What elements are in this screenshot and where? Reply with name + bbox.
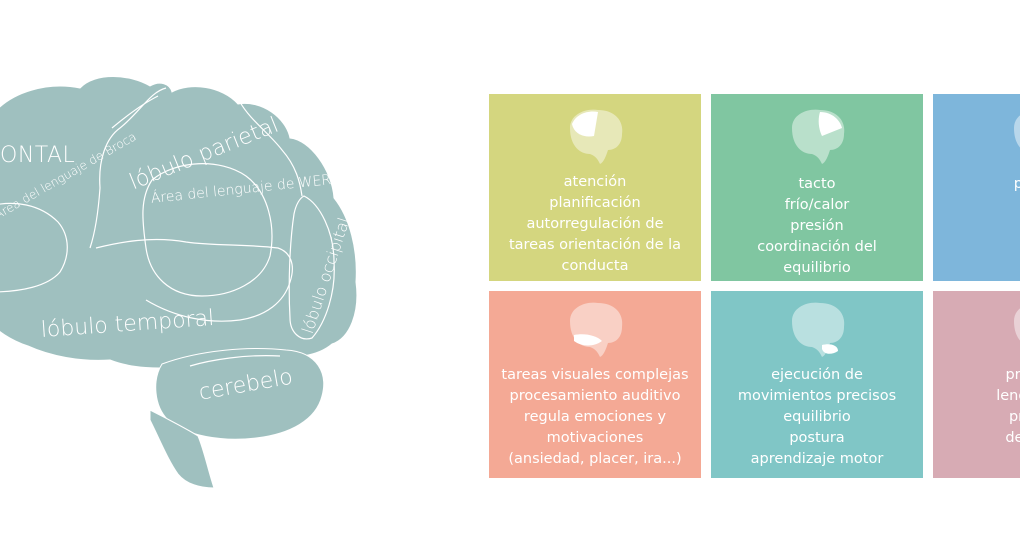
tile-line: proce [1013, 176, 1020, 192]
brain-parietal-icon [782, 106, 852, 166]
tile-line: lenguaje y [996, 388, 1020, 404]
brain-cerebellum-icon [782, 299, 852, 359]
tile-line: aprendizaje motor [750, 451, 884, 467]
tile-line: d [933, 195, 1020, 216]
tile-line: frío/calor [784, 197, 850, 213]
brain-occipital-icon [1004, 106, 1020, 166]
tile-text: tacto frío/calor presión coordinación de… [715, 174, 919, 279]
brain-icon-silhouette [1014, 308, 1020, 341]
brain-diagram [0, 76, 358, 489]
tile-line: planificación [549, 195, 641, 211]
tile-line: equilibrio [783, 260, 851, 276]
tile-line: autorregulación de [526, 216, 664, 232]
frontal-lobe-label: ONTAL [0, 143, 76, 168]
tile-line: motivaciones [546, 430, 644, 446]
tile-text: atención planificación autorregulación d… [493, 172, 697, 277]
tile-line: tareas visuales complejas [501, 367, 689, 383]
tile-language-functions: procesa lenguaje y produc decodifi del [933, 291, 1020, 478]
tile-text: ejecución de movimientos precisos equili… [715, 365, 919, 470]
brain-icon-highlight [818, 112, 842, 136]
brain-lobe-outlines [0, 87, 335, 367]
brain-illustration: ONTAL lóbulo parietal Área del lenguaje … [0, 0, 480, 535]
tile-cerebellum-functions: ejecución de movimientos precisos equili… [711, 291, 923, 478]
tile-line: (ansiedad, placer, ira...) [508, 451, 682, 467]
tile-line: produc [1008, 409, 1020, 425]
tile-line: regula emociones y [523, 409, 667, 425]
tile-line: procesamiento auditivo [509, 388, 681, 404]
tile-line: del [933, 449, 1020, 470]
tile-line: equilibrio [783, 409, 851, 425]
tile-line: movimientos precisos [737, 388, 897, 404]
brain-icon-silhouette [570, 302, 623, 357]
tile-line: im [933, 216, 1020, 237]
tile-occipital-functions: proce d im [933, 94, 1020, 281]
brain-icon-silhouette [792, 109, 845, 164]
tile-line: postura [789, 430, 845, 446]
brain-temporal-icon [560, 299, 630, 359]
tile-line: atención [563, 174, 627, 190]
tile-text: procesa lenguaje y produc decodifi del [933, 365, 1020, 470]
brain-silhouette [0, 76, 358, 489]
brain-icon-highlight [822, 344, 838, 354]
tile-line: coordinación del [757, 239, 877, 255]
brain-language-icon [1004, 299, 1020, 359]
tile-line: presión [790, 218, 844, 234]
tile-temporal-functions: tareas visuales complejas procesamiento … [489, 291, 701, 478]
brain-icon-silhouette [1014, 115, 1020, 148]
tile-line: ejecución de [771, 367, 863, 383]
tile-text: proce d im [933, 174, 1020, 237]
tile-text: tareas visuales complejas procesamiento … [493, 365, 697, 470]
tile-line: decodifi [1005, 430, 1020, 446]
tile-line: conducta [561, 258, 629, 274]
brain-icon-highlight [572, 111, 598, 137]
tile-line: procesa [1005, 367, 1020, 383]
tile-frontal-functions: atención planificación autorregulación d… [489, 94, 701, 281]
tile-parietal-functions: tacto frío/calor presión coordinación de… [711, 94, 923, 281]
brain-icon-silhouette [792, 302, 845, 357]
tile-line: tacto [798, 176, 836, 192]
brain-icon-highlight [574, 334, 602, 346]
tile-line: tareas orientación de la [508, 237, 682, 253]
brain-frontal-icon [560, 106, 630, 166]
